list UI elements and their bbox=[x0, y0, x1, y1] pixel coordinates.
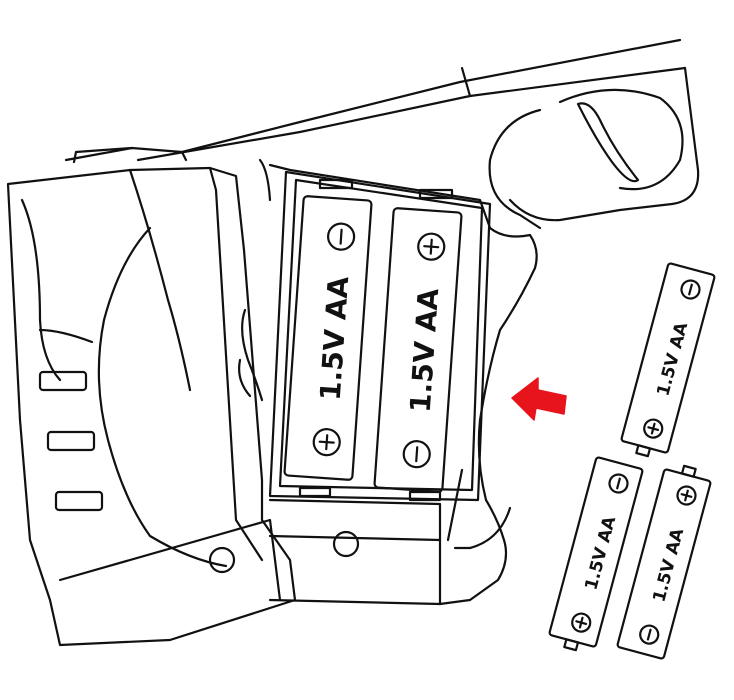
loose-battery-1: 1.5V AA bbox=[620, 262, 716, 458]
gun-outline bbox=[64, 38, 700, 606]
battery-plus-terminal bbox=[643, 418, 664, 439]
insert-arrow-icon bbox=[511, 377, 567, 421]
battery-minus-terminal bbox=[639, 624, 660, 645]
battery-label: 1.5V AA bbox=[404, 287, 446, 414]
battery-compartment bbox=[268, 170, 492, 502]
battery-label: 1.5V AA bbox=[649, 525, 688, 604]
installed-battery-1: 1.5V AA bbox=[283, 195, 373, 481]
loose-battery-2: 1.5V AA bbox=[548, 456, 644, 652]
battery-body bbox=[373, 207, 463, 493]
installed-battery-2: 1.5V AA bbox=[373, 207, 463, 493]
battery-label: 1.5V AA bbox=[581, 513, 620, 592]
battery-plus-terminal bbox=[676, 485, 697, 506]
battery-plus-terminal bbox=[312, 428, 341, 457]
battery-plus-terminal bbox=[571, 612, 592, 633]
battery-label: 1.5V AA bbox=[314, 275, 356, 402]
battery-cover bbox=[6, 166, 297, 647]
battery-minus-terminal bbox=[402, 440, 431, 469]
cover-ridge bbox=[46, 430, 96, 452]
cover-screw-hole bbox=[208, 546, 236, 574]
battery-nub bbox=[563, 638, 580, 652]
cover-ridge bbox=[38, 370, 88, 392]
cover-ridge bbox=[54, 490, 104, 512]
battery-nub bbox=[635, 444, 652, 458]
battery-minus-terminal bbox=[327, 222, 356, 251]
terminal-tab bbox=[418, 188, 454, 200]
battery-nub bbox=[680, 464, 697, 478]
terminal-tab bbox=[408, 490, 442, 502]
loose-battery-3: 1.5V AA bbox=[616, 464, 712, 660]
battery-plus-terminal bbox=[417, 232, 446, 261]
terminal-tab bbox=[298, 486, 332, 498]
battery-minus-terminal bbox=[608, 473, 629, 494]
battery-label: 1.5V AA bbox=[653, 319, 692, 398]
battery-minus-terminal bbox=[680, 279, 701, 300]
screw-hole bbox=[332, 530, 360, 558]
terminal-tab bbox=[318, 178, 354, 190]
battery-body bbox=[283, 195, 373, 481]
